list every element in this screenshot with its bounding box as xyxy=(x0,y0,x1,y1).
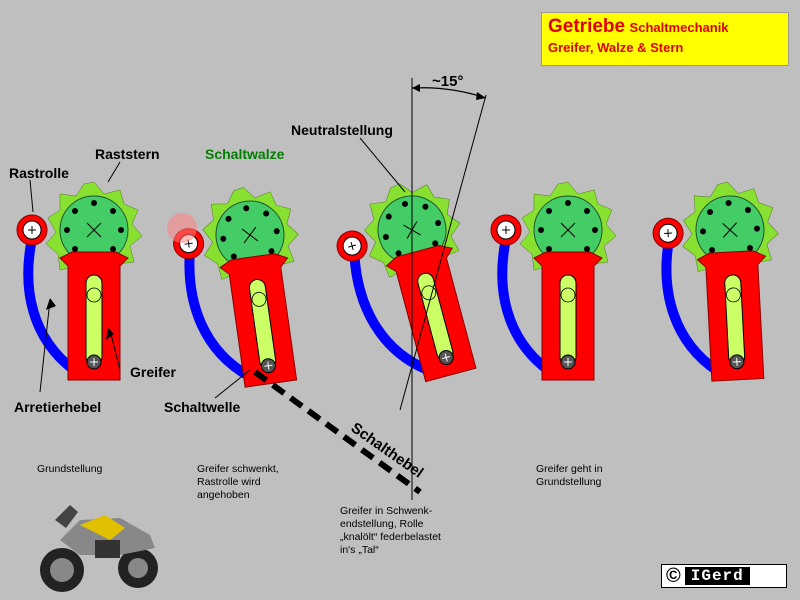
label-raststern: Raststern xyxy=(95,146,160,162)
label-rastrolle: Rastrolle xyxy=(9,165,69,181)
mechanism-2 xyxy=(167,181,318,394)
angle-label: ~15° xyxy=(432,73,463,90)
caption-3: Greifer in Schwenk- endstellung, Rolle „… xyxy=(340,505,441,556)
schalthebel-line xyxy=(253,369,422,495)
mechanism-3 xyxy=(325,171,497,395)
label-schaltwalze: Schaltwalze xyxy=(205,146,285,162)
title-sub: Schaltmechanik xyxy=(629,20,729,35)
label-greifer: Greifer xyxy=(130,364,176,380)
title-box: Getriebe Schaltmechanik Greifer, Walze &… xyxy=(541,12,789,66)
angle-axis xyxy=(399,94,487,411)
motorcycle-icon xyxy=(40,505,158,592)
mechanism-4 xyxy=(491,182,616,380)
label-schaltwelle: Schaltwelle xyxy=(164,399,241,415)
copyright-badge: © IGerd xyxy=(661,564,787,588)
caption-2: Greifer schwenkt, Rastrolle wird angehob… xyxy=(197,463,279,501)
title-line2: Greifer, Walze & Stern xyxy=(548,40,684,55)
label-neutralstellung: Neutralstellung xyxy=(291,122,393,138)
caption-4: Greifer geht in Grundstellung xyxy=(536,463,603,488)
copyright-symbol: © xyxy=(666,564,681,587)
mechanism-5 xyxy=(651,180,786,384)
copyright-text: IGerd xyxy=(684,567,750,585)
caption-1: Grundstellung xyxy=(37,463,103,475)
schalthebel-label: Schalthebel xyxy=(348,419,427,481)
label-arretierhebel: Arretierhebel xyxy=(14,399,102,415)
title-main: Getriebe xyxy=(548,16,626,37)
rastrolle-faded xyxy=(167,213,197,243)
mechanism-1 xyxy=(17,182,142,380)
